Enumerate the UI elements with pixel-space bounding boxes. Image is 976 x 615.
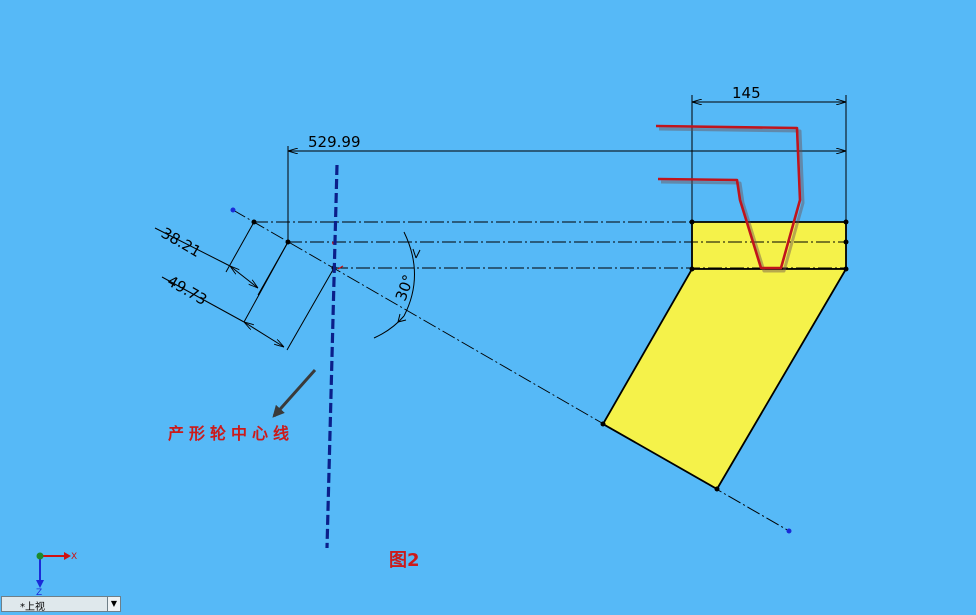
view-orientation-value: *上视 [20,602,45,613]
dimension-49[interactable] [161,241,335,351]
centerline-label: 产形轮中心线 [168,424,294,443]
dimension-529-text: 529.99 [308,133,361,151]
axis-x-label: X [71,552,77,562]
dimension-145[interactable] [691,95,847,222]
axis-triad [36,552,71,588]
pointer-arrow [272,369,317,418]
red-marker-tick [337,265,344,270]
dimension-38-text: 38.21 [158,224,204,261]
dimension-angle-text: 30° [392,272,418,303]
red-sketch-profile[interactable] [655,124,805,273]
part-body[interactable] [601,221,848,491]
chevron-down-icon[interactable]: ▼ [107,597,120,611]
dimension-529[interactable] [287,146,846,242]
figure-label: 图2 [389,550,420,571]
dimension-angle[interactable] [373,231,421,339]
axis-z-label: Z [36,588,42,598]
dimension-145-text: 145 [732,84,761,102]
centerline[interactable] [325,164,339,549]
dimension-49-text: 49.73 [164,272,210,309]
view-orientation-select[interactable]: *上视 ▼ [1,596,121,613]
